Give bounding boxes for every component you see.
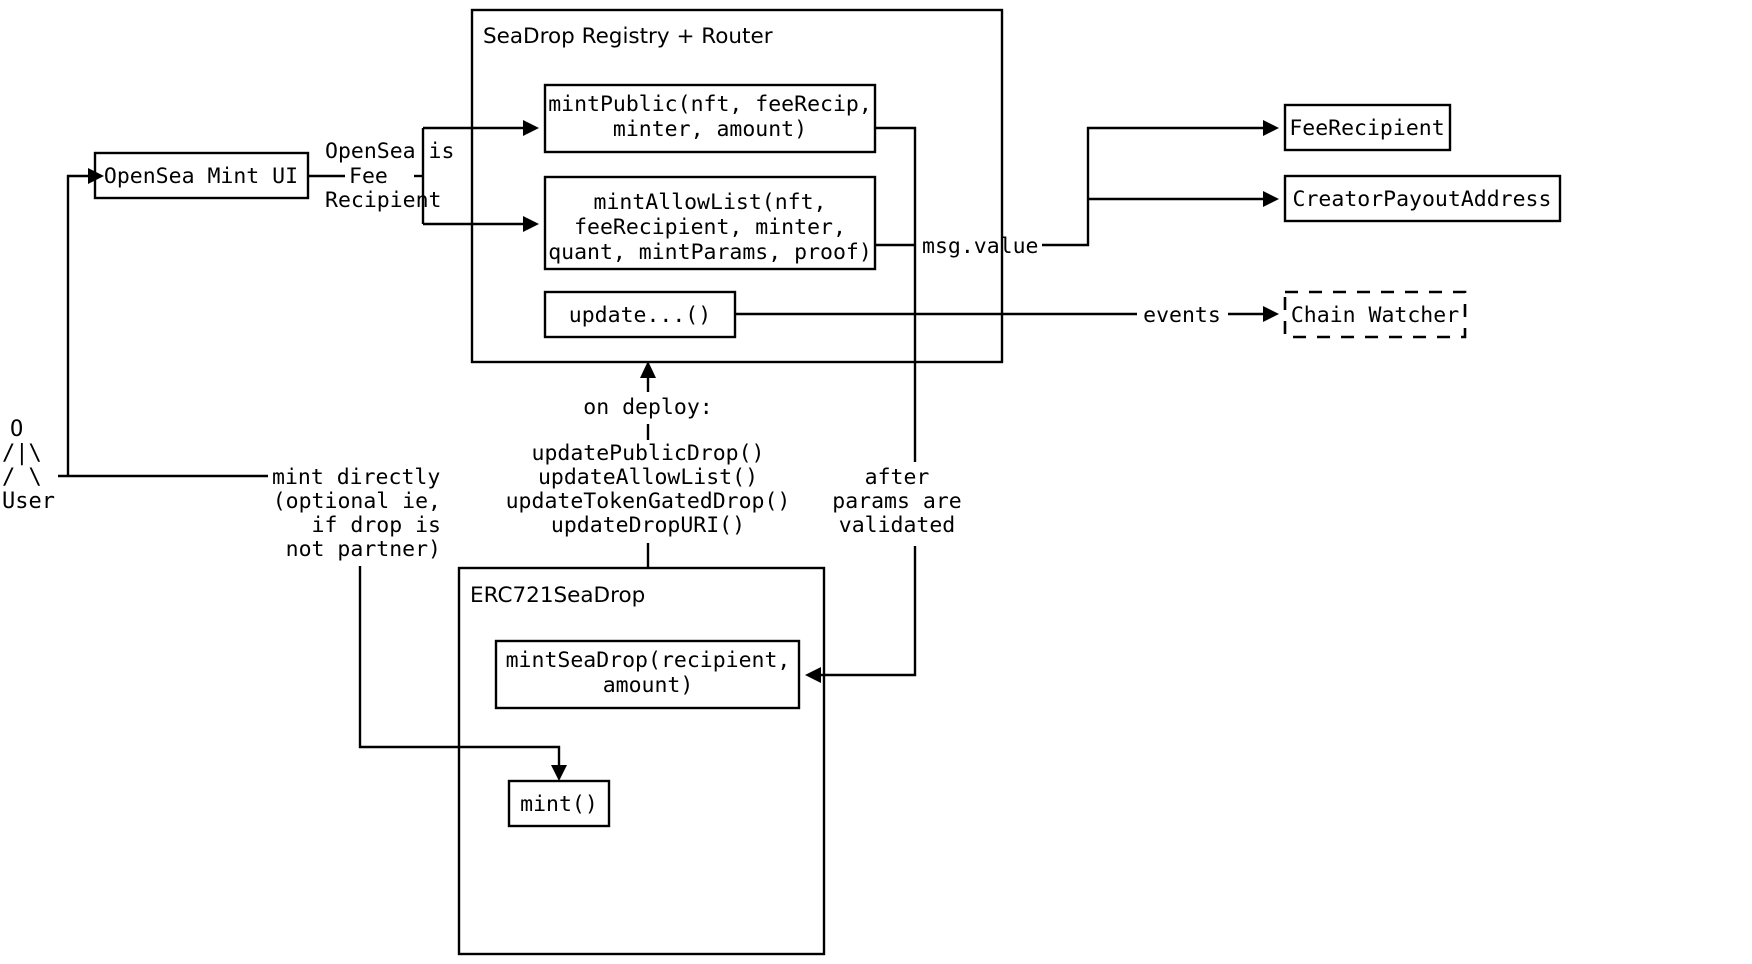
label-mint-directly-line-4: not partner) — [286, 537, 441, 562]
node-mint-allowlist-line-1: mintAllowList(nft, — [594, 190, 827, 215]
arrowhead-on-deploy — [640, 361, 656, 378]
node-mint-public-line-2: minter, amount) — [613, 117, 807, 142]
arrowhead-user-to-opensea-ui — [88, 168, 104, 184]
actor-user-legs: / \ — [2, 465, 42, 490]
edge-mint-public-to-msg-value — [875, 126, 917, 245]
group-seadrop-label: SeaDrop Registry + Router — [483, 24, 773, 49]
edge-mint-directly-to-mint-fn — [358, 566, 561, 765]
arrowhead-to-creator-payout — [1263, 191, 1279, 207]
node-creator-payout-address[interactable] — [1283, 174, 1562, 223]
actor-user-head: O — [10, 417, 23, 442]
label-mint-directly-line-2: (optional ie, — [273, 489, 441, 514]
node-mint-public-line-1: mintPublic(nft, feeRecip, — [548, 92, 872, 117]
node-mint-fn-label: mint() — [520, 792, 598, 817]
node-opensea-mint-ui-label: OpenSea Mint UI — [104, 164, 298, 189]
label-msg-value: msg.value — [922, 234, 1039, 259]
node-fee-recipient[interactable] — [1283, 103, 1452, 152]
arrowhead-to-mint-public — [523, 120, 539, 136]
label-mint-directly-line-3: if drop is — [312, 513, 441, 538]
label-mint-directly-line-1: mint directly — [272, 465, 440, 490]
label-on-deploy: on deploy: — [583, 395, 712, 420]
label-opensea-is-line-2: Fee — [349, 164, 388, 189]
label-after-params-line-2-top: params are — [832, 489, 961, 514]
node-update-fn-label: update...() — [569, 303, 711, 328]
group-erc721-label: ERC721SeaDrop — [470, 583, 645, 608]
arrowhead-to-mint-allowlist — [523, 216, 539, 232]
node-chain-watcher[interactable] — [1283, 290, 1467, 339]
label-on-deploy-call-4: updateDropURI() — [551, 513, 745, 538]
node-creator-payout-label: CreatorPayoutAddress — [1293, 187, 1552, 212]
node-mint-allowlist-line-2: feeRecipient, minter, — [574, 215, 846, 240]
arrowhead-to-mint-seadrop — [805, 667, 821, 683]
arrowhead-to-chain-watcher — [1263, 306, 1279, 322]
label-after-params-line-1-top: after — [865, 465, 930, 490]
label-on-deploy-call-3: updateTokenGatedDrop() — [506, 489, 791, 514]
node-mint-seadrop[interactable] — [494, 639, 801, 710]
group-seadrop-registry-router — [470, 8, 1004, 364]
node-mint-public[interactable] — [543, 83, 877, 154]
node-chain-watcher-label: Chain Watcher — [1291, 303, 1459, 328]
node-mint-seadrop-line-1: mintSeaDrop(recipient, — [506, 648, 791, 673]
actor-user-label: User — [2, 489, 55, 514]
label-events: events — [1143, 303, 1221, 328]
group-erc721-seadrop — [457, 566, 826, 956]
edge-msg-value-to-mint-seadrop — [821, 245, 917, 677]
arrowhead-to-fee-recipient — [1263, 120, 1279, 136]
edge-msg-value-branch — [1042, 126, 1263, 247]
label-on-deploy-call-2: updateAllowList() — [538, 465, 758, 490]
edge-user-to-opensea-ui — [66, 174, 88, 476]
node-mint-seadrop-line-2: amount) — [603, 673, 694, 698]
label-after-params-line-3-top: validated — [839, 513, 956, 538]
node-mint-allowlist-line-3: quant, mintParams, proof) — [548, 240, 872, 265]
node-fee-recipient-label: FeeRecipient — [1289, 116, 1444, 141]
arrowhead-mint-directly-to-mint-fn — [551, 765, 567, 781]
label-opensea-is-line-1: OpenSea is — [325, 139, 454, 164]
actor-user-arms: /|\ — [2, 441, 42, 466]
label-on-deploy-call-1: updatePublicDrop() — [532, 441, 765, 466]
label-after-params-mask — [828, 462, 968, 546]
node-mint-allowlist[interactable] — [543, 175, 877, 271]
